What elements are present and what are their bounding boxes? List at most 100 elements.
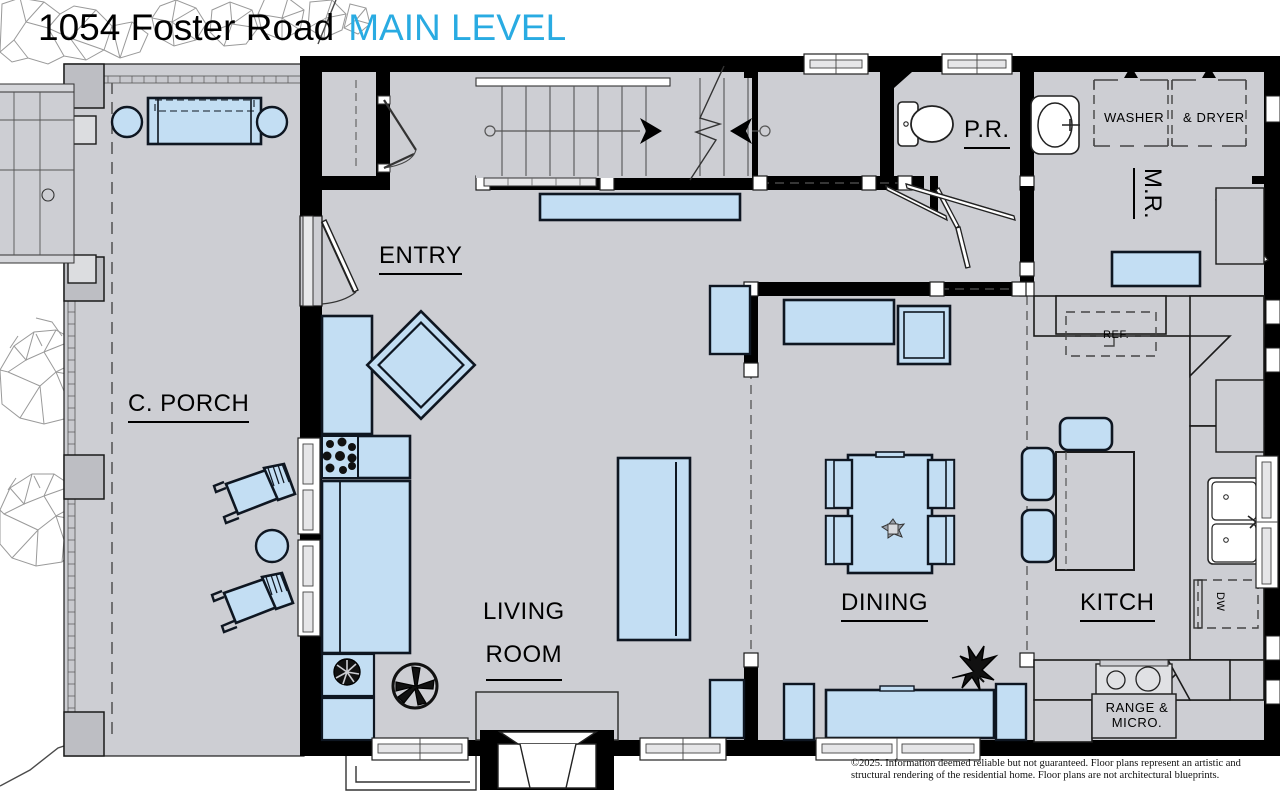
stair-direction-arrow-left	[730, 118, 752, 144]
bench-bottom	[824, 685, 996, 740]
room-label-dining-text: DINING	[841, 589, 928, 622]
living-side-cabinet-right	[708, 284, 752, 356]
accent-chair-diamond	[365, 309, 477, 421]
sofa-right	[616, 456, 692, 642]
room-label-kitch: KITCH	[1080, 589, 1155, 622]
room-label-entry: ENTRY	[379, 242, 463, 275]
bar-stool-middle	[1020, 446, 1056, 502]
window-right-1	[1255, 455, 1279, 589]
dryer-vent-icon	[1202, 66, 1216, 78]
sofa-left	[320, 479, 412, 655]
living-room-group	[320, 192, 752, 791]
window-bottom-1	[371, 737, 469, 761]
room-label-living-line1: LIVING	[483, 598, 565, 625]
plant-icon-large	[951, 645, 999, 691]
porch-side-table-right	[255, 105, 289, 139]
kitchen-double-sink-fixture	[1207, 477, 1261, 565]
media-console-top	[538, 192, 742, 222]
plant-icon-medium	[391, 662, 439, 710]
windows-group	[297, 53, 1280, 761]
room-label-living-room: LIVING ROOM	[483, 590, 565, 681]
right-edge-cabinets	[1215, 187, 1265, 453]
room-label-c-porch: C. PORCH	[128, 390, 250, 423]
dishwasher-unit	[1193, 579, 1259, 629]
covered-porch-structure	[0, 63, 305, 757]
stair-direction-arrow-right	[640, 118, 662, 144]
room-label-c-porch-text: C. PORCH	[128, 390, 250, 423]
disclaimer-text: ©2025. Information deemed reliable but n…	[851, 758, 1241, 782]
appliance-label-dishwasher: DW	[1214, 592, 1226, 612]
tree-top-left	[0, 0, 371, 65]
dining-side-cabinet	[782, 682, 816, 742]
dryer-unit	[1171, 66, 1247, 147]
window-top-1	[803, 53, 869, 75]
dining-plant-stand	[994, 682, 1028, 742]
bathroom-sink-fixture	[1030, 95, 1080, 155]
living-plant-stand-right	[708, 678, 746, 740]
front-door	[299, 215, 359, 307]
bar-stool-top	[1058, 416, 1114, 452]
interior-floor	[322, 72, 1264, 740]
entry-closet	[322, 72, 417, 176]
kitchen-island	[1055, 451, 1135, 571]
door-jambs	[475, 175, 1035, 668]
dining-chair-right-upper	[926, 458, 956, 510]
landscape-group	[0, 0, 371, 787]
room-label-living-line2: ROOM	[485, 633, 563, 681]
table-centerpiece	[880, 518, 906, 539]
porch-side-table-left	[110, 105, 144, 139]
rocking-chair-lower	[210, 571, 295, 634]
appliance-label-refrigerator: REF.	[1103, 329, 1130, 341]
dining-chair-right-lower	[926, 514, 956, 566]
dining-chair-left-lower	[824, 514, 854, 566]
room-label-mud-room-text: M.R.	[1133, 168, 1166, 219]
ottoman-bottom-left	[320, 696, 376, 742]
room-label-powder-room-text: P.R.	[964, 116, 1010, 149]
porch-post	[63, 454, 105, 500]
staircase	[475, 65, 771, 187]
mud-bench	[1110, 250, 1202, 288]
window-top-2	[941, 53, 1013, 75]
range-label-line2: MICRO.	[1111, 715, 1163, 730]
porch-sofa	[146, 96, 263, 146]
fireplace-hearth	[475, 691, 619, 790]
window-left-1	[297, 437, 321, 535]
console-left	[320, 314, 374, 436]
pattern-swatch	[321, 435, 359, 479]
rocking-chair-upper	[212, 462, 297, 525]
buffet-top	[782, 298, 896, 346]
window-bottom-2	[639, 737, 727, 761]
dining-table	[846, 451, 934, 575]
kitchen-group	[1020, 295, 1265, 743]
window-right-stubs	[1265, 95, 1280, 705]
appliance-label-washer: WASHER	[1104, 110, 1165, 125]
room-label-entry-text: ENTRY	[379, 242, 463, 275]
cabinet-top-right	[896, 304, 952, 366]
dining-chair-left-upper	[824, 458, 854, 510]
porch-steps	[0, 83, 75, 264]
bumpout-left	[345, 756, 477, 791]
window-bottom-3	[815, 737, 981, 761]
refrigerator-unit	[1065, 311, 1157, 357]
bar-stool-lower	[1020, 508, 1056, 564]
washer-unit	[1093, 66, 1169, 147]
room-label-kitch-text: KITCH	[1080, 589, 1155, 622]
stair-break-line	[689, 65, 725, 181]
cooktop-burners	[1091, 659, 1177, 739]
room-label-mud-room: M.R.	[1133, 168, 1166, 219]
room-label-dining: DINING	[841, 589, 928, 622]
plant-icon-small	[333, 658, 361, 686]
dining-group	[782, 298, 1028, 742]
porch-round-table	[254, 528, 290, 564]
appliance-label-dryer: & DRYER	[1183, 110, 1245, 125]
appliance-label-range-micro: RANGE & MICRO.	[1094, 700, 1180, 730]
range-label-line1: RANGE &	[1105, 700, 1169, 715]
window-left-2	[297, 539, 321, 637]
room-label-powder-room: P.R.	[964, 116, 1010, 149]
washer-vent-icon	[1124, 66, 1138, 78]
toilet-fixture	[897, 101, 954, 147]
laundry-group	[1093, 66, 1247, 147]
powder-room-group	[894, 72, 1080, 155]
